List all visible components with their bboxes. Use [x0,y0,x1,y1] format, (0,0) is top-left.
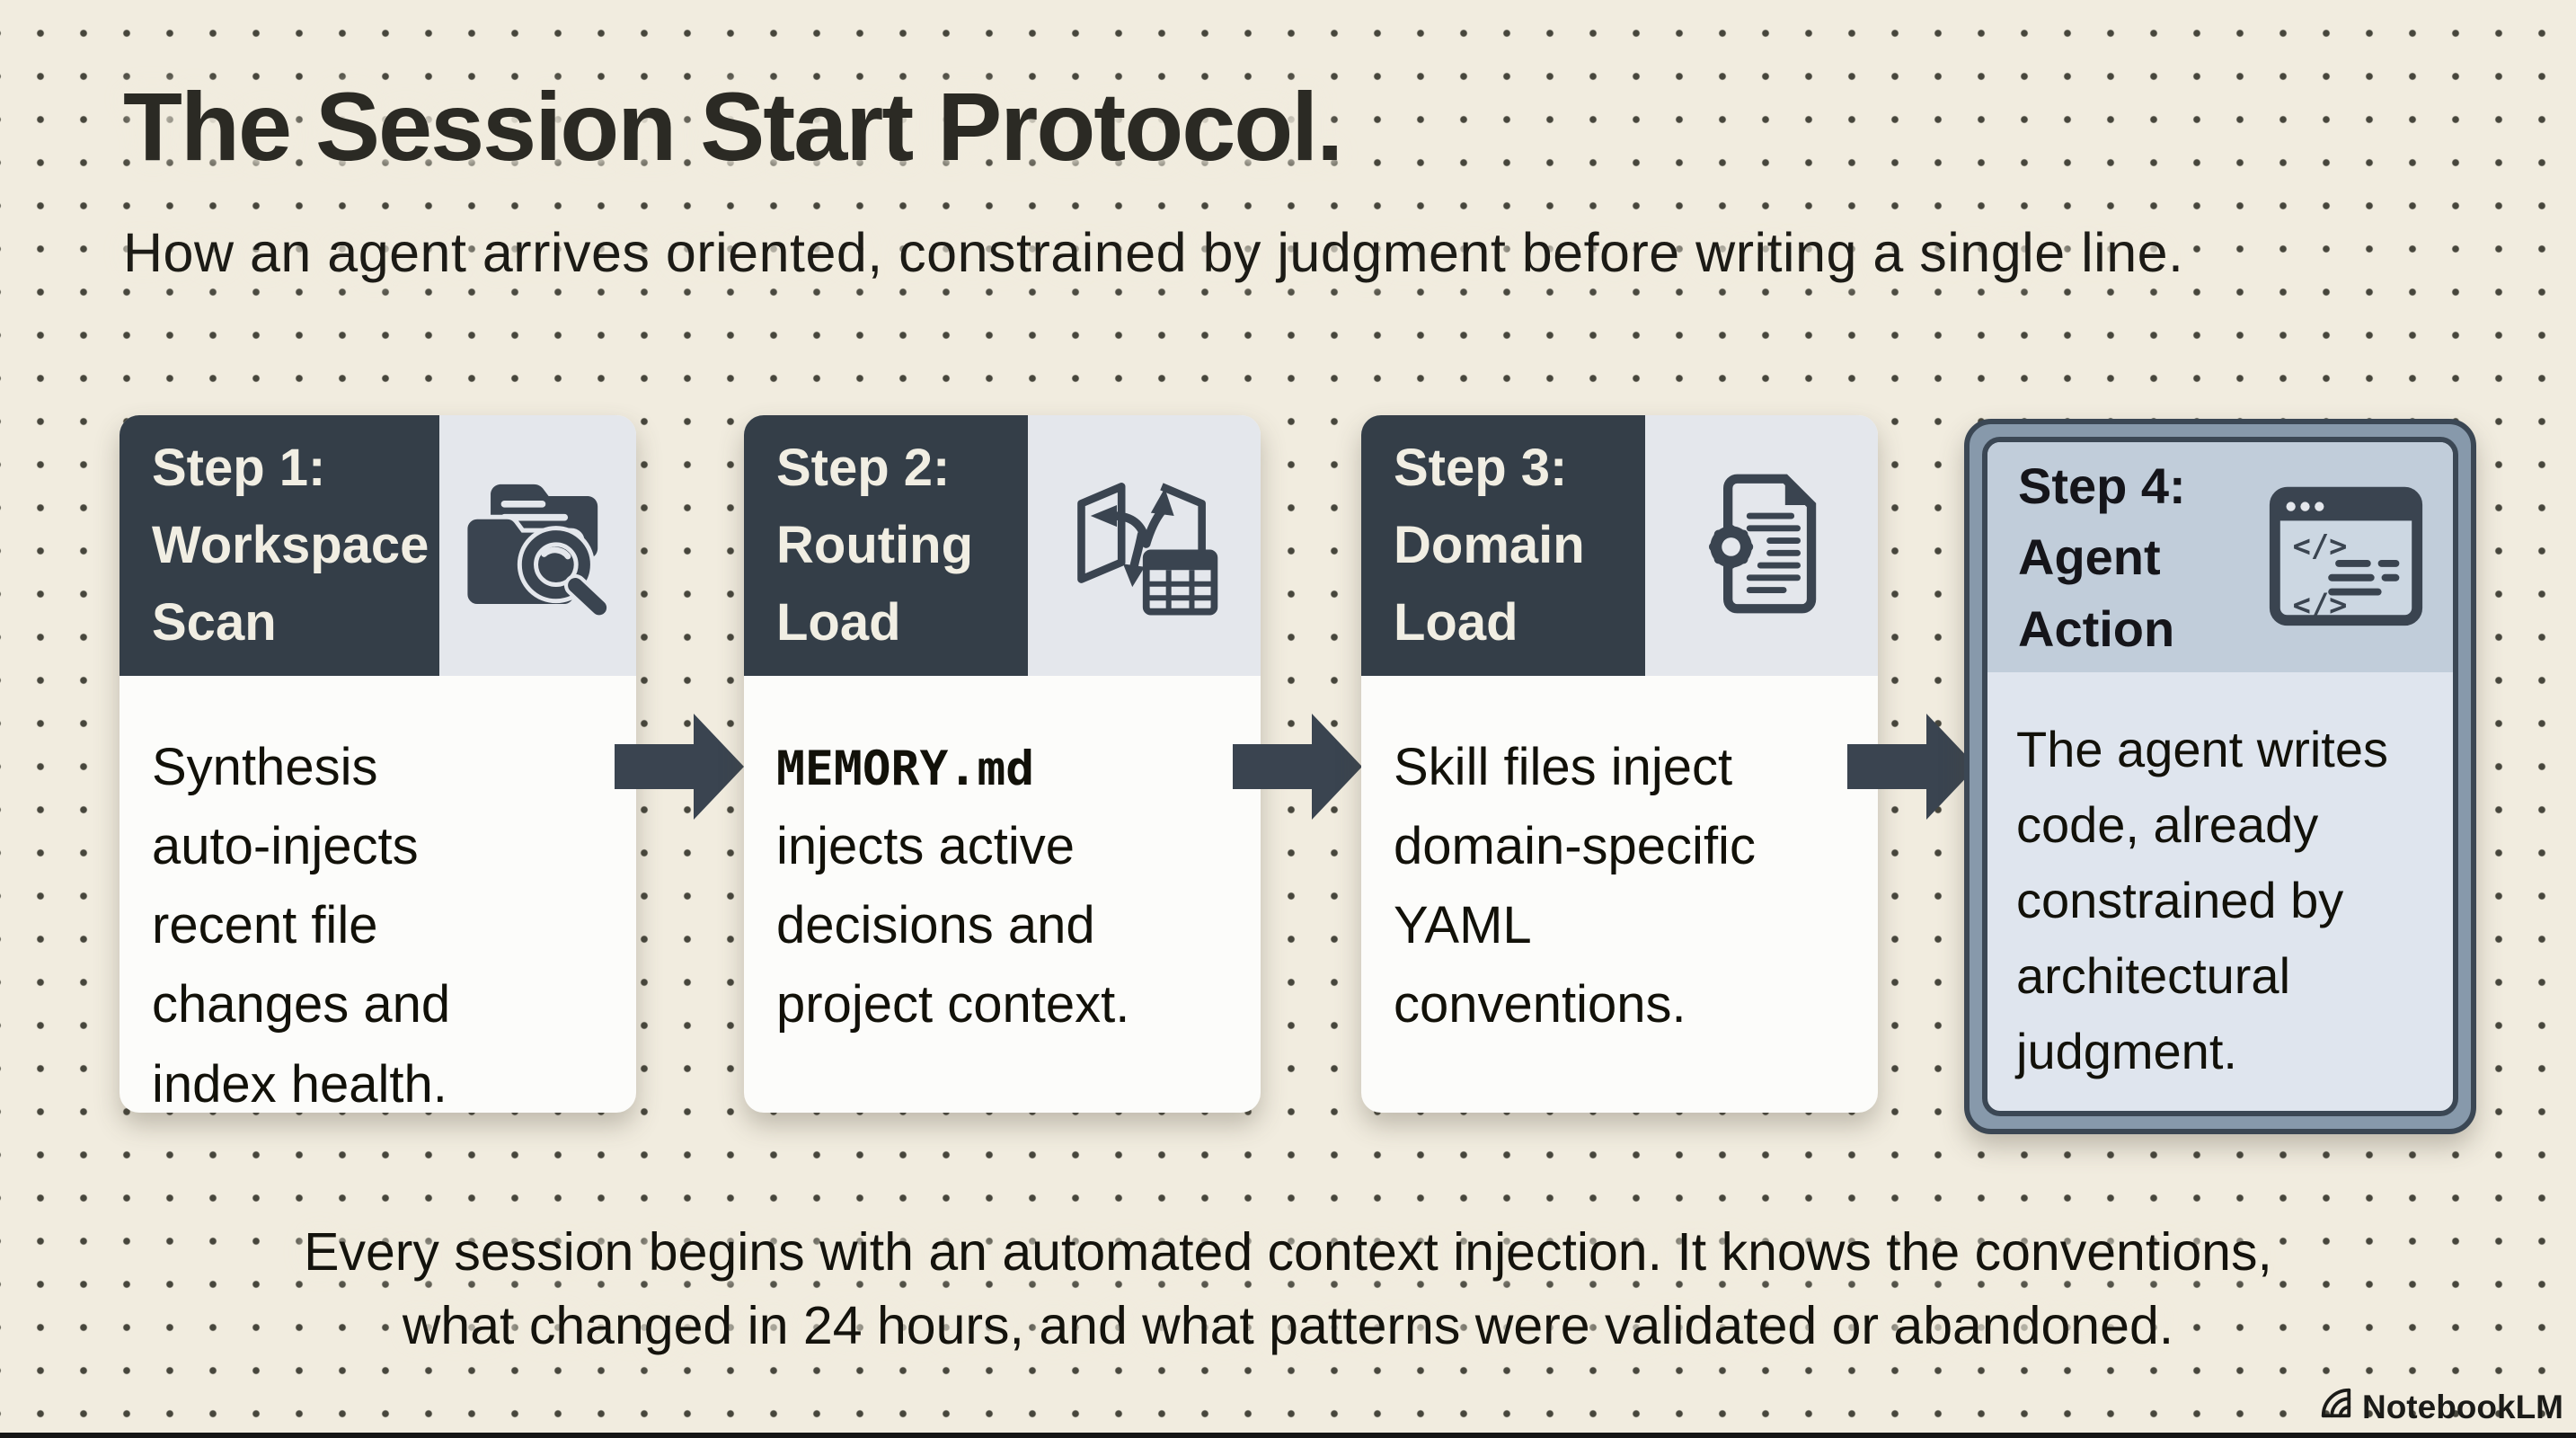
step1-header-label: Step 1: Workspace Scan [120,415,439,676]
step3-card: Step 3: Domain Load [1361,415,1878,1113]
notebooklm-watermark: NotebookLM [2319,1386,2563,1428]
step3-header-label: Step 3: Domain Load [1361,415,1645,676]
step2-header-label: Step 2: Routing Load [744,415,1028,676]
notebooklm-logo-icon [2319,1386,2353,1428]
folder-search-icon [456,468,620,624]
svg-text:</>: </> [2293,528,2348,563]
page-title: The Session Start Protocol. [123,72,1343,181]
summary-caption-line2: what changed in 24 hours, and what patte… [402,1296,2174,1355]
map-route-icon [1058,466,1231,626]
step3-icon-panel [1645,415,1878,676]
bottom-edge-bar [0,1433,2576,1438]
step1-description: Synthesis auto-injects recent file chang… [152,738,451,1113]
step2-card: Step 2: Routing Load [744,415,1261,1113]
step4-header-label: Step 4: Agent Action [2018,457,2186,657]
step4-card-inner: Step 4: Agent Action </> [1982,437,2458,1116]
step1-icon-panel [439,415,636,676]
arrow-right-icon [615,714,744,820]
step2-description: MEMORY.md injects active decisions and p… [776,741,1130,1034]
summary-caption: Every session begins with an automated c… [0,1215,2576,1363]
code-window-icon: </> </>_ [2257,471,2435,644]
step4-header: Step 4: Agent Action </> [1987,442,2453,672]
arrow-right-icon [1233,714,1362,820]
step1-header: Step 1: Workspace Scan [120,415,636,676]
summary-caption-line1: Every session begins with an automated c… [304,1222,2272,1282]
step2-icon-panel [1028,415,1261,676]
memory-file-label: MEMORY.md [776,741,1035,796]
step3-header: Step 3: Domain Load [1361,415,1878,676]
arrow-right-icon [1847,714,1977,820]
page-subtitle: How an agent arrives oriented, constrain… [123,222,2184,283]
document-gear-icon [1682,466,1842,626]
step1-card: Step 1: Workspace Scan Synthesis auto-in… [120,415,636,1113]
notebooklm-label: NotebookLM [2361,1388,2563,1425]
svg-text:</>_: </>_ [2293,587,2367,622]
step3-description: Skill files inject domain-specific YAML … [1394,738,1756,1034]
step4-card: Step 4: Agent Action </> [1964,419,2476,1134]
step2-header: Step 2: Routing Load [744,415,1261,676]
step4-description: The agent writes code, already constrain… [2016,721,2388,1079]
